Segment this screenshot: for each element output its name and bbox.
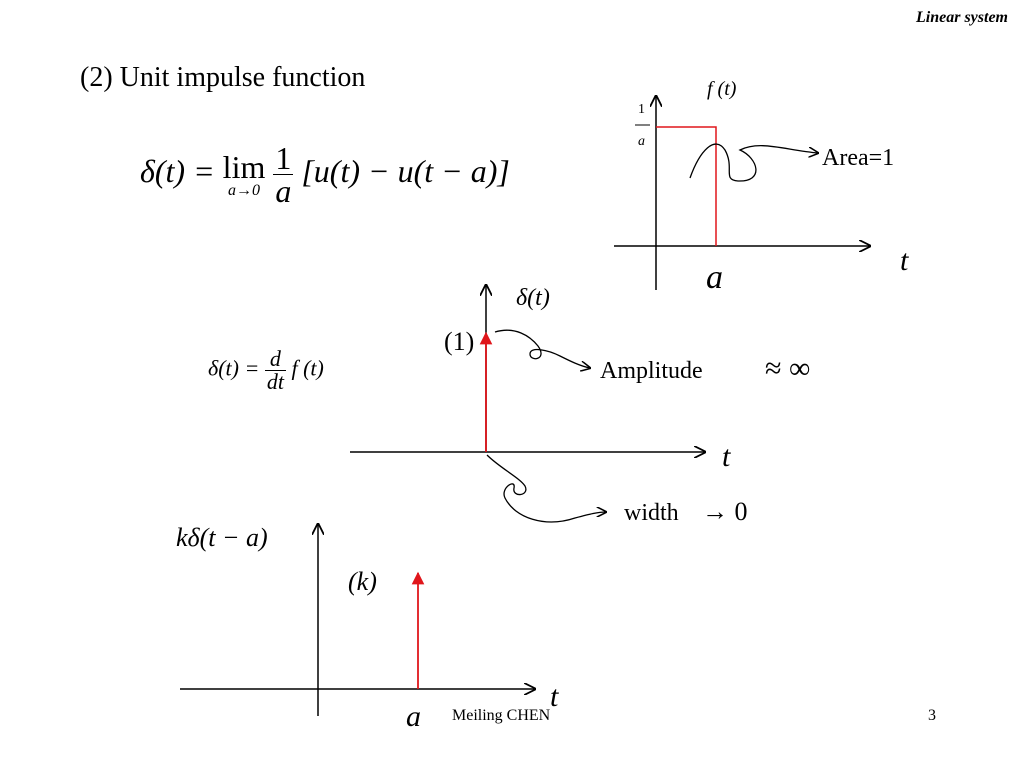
scaled-impulse-strength-label: (k)	[348, 567, 377, 596]
pulse-graph-func-label: f (t)	[707, 78, 737, 100]
impulse-derivative-equation: δ(t) = d dt f (t)	[208, 348, 324, 393]
pulse-graph: f (t) 1 a Area=1 t a	[614, 78, 909, 296]
eq1-lhs: δ(t) =	[140, 152, 223, 189]
amplitude-approx-infinity: ≈ ∞	[765, 352, 810, 385]
eq2-rhs: f (t)	[291, 355, 324, 381]
slide-header-title: Linear system	[916, 9, 1008, 26]
scaled-graph-t-label: t	[550, 680, 559, 713]
pulse-graph-a-label: a	[706, 259, 723, 296]
eq1-limit: lim a→0	[223, 151, 266, 199]
pulse-rectangle	[656, 126, 717, 246]
page-number: 3	[928, 707, 936, 724]
eq2-fraction: d dt	[264, 346, 286, 394]
amplitude-callout-arrow	[494, 329, 590, 368]
area-label: Area=1	[822, 145, 894, 171]
pulse-y-tick-numerator: 1	[638, 102, 645, 117]
scaled-impulse-graph: kδ(t − a) (k) t a	[176, 523, 559, 733]
impulse-graph-func-label: δ(t)	[516, 285, 550, 311]
eq2-lhs: δ(t) =	[208, 355, 265, 381]
scaled-graph-a-label: a	[406, 700, 421, 733]
area-callout-arrow	[689, 143, 818, 182]
eq2-denominator: dt	[264, 369, 286, 394]
impulse-strength-label: (1)	[444, 327, 474, 356]
eq1-lim-word: lim	[222, 148, 266, 185]
eq1-fraction: 1 a	[273, 140, 294, 209]
unit-impulse-graph: δ(t) (1) Amplitude ≈ ∞ width → 0 t	[350, 285, 810, 526]
eq1-lim-subscript: a→0	[228, 181, 260, 199]
scaled-graph-func-label: kδ(t − a)	[176, 523, 268, 552]
impulse-limit-equation: δ(t) = lim a→0 1 a [u(t) − u(t − a)]	[140, 142, 510, 207]
section-title: (2) Unit impulse function	[80, 62, 366, 93]
width-approaches-zero: → 0	[702, 497, 748, 526]
eq1-numerator: 1	[275, 140, 292, 176]
eq1-rhs: [u(t) − u(t − a)]	[301, 152, 510, 189]
pulse-graph-t-label: t	[900, 244, 909, 277]
width-callout-arrow	[486, 454, 606, 523]
footer-author: Meiling CHEN	[452, 707, 551, 724]
eq2-numerator: d	[269, 346, 281, 371]
impulse-graph-t-label: t	[722, 440, 731, 473]
pulse-y-tick-denominator: a	[638, 134, 645, 149]
width-label: width	[624, 500, 679, 526]
eq1-denominator: a	[273, 173, 294, 209]
amplitude-label: Amplitude	[600, 358, 703, 384]
